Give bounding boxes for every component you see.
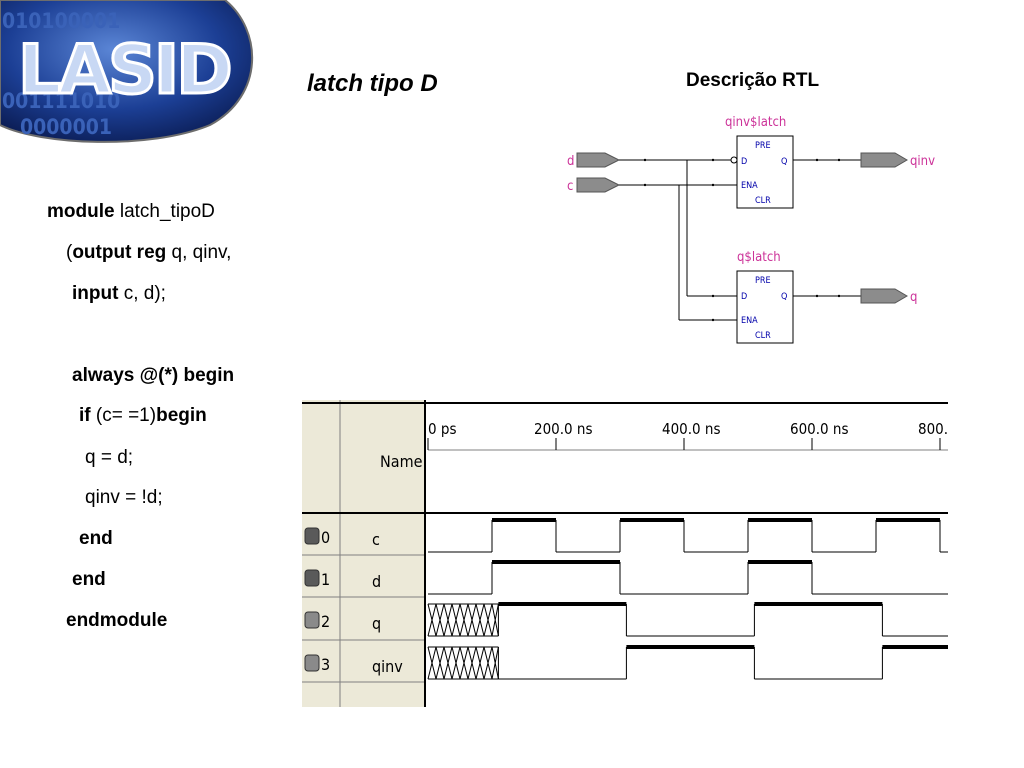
code-line: endmodule — [66, 610, 168, 631]
signal-index: 1 — [321, 570, 330, 589]
output-port-q — [860, 288, 908, 304]
input-label-c: c — [567, 179, 573, 194]
pin-clr: CLR — [755, 331, 771, 341]
code-line: end — [79, 528, 113, 549]
input-port-c — [576, 177, 621, 193]
latch-name-q: q$latch — [737, 250, 781, 265]
code-line: always @(*) begin — [72, 365, 235, 386]
code-line: end — [72, 569, 106, 590]
pin-clr: CLR — [755, 196, 771, 206]
time-label: 200.0 ns — [534, 420, 593, 438]
code-line: qinv = !d; — [85, 487, 163, 508]
lasid-logo: 010100001 001111010 0000001 LASID — [0, 0, 253, 143]
time-label: 400.0 ns — [662, 420, 721, 438]
signal-index: 2 — [321, 612, 330, 631]
signal-index: 3 — [321, 655, 330, 674]
pin-q: Q — [781, 157, 787, 167]
rtl-title: Descrição RTL — [686, 70, 820, 91]
output-label-q: q — [910, 290, 917, 305]
output-pin-icon — [304, 611, 320, 629]
code-line: q = d; — [85, 447, 134, 468]
code-line: input c, d); — [72, 283, 166, 304]
rtl-schematic: d c qinv q qinv$latch q$latch PRE D Q EN… — [567, 115, 935, 344]
page-title: latch tipo D — [307, 70, 438, 97]
signal-name: d — [372, 572, 381, 591]
logo-bits-row: 010100001 — [2, 9, 120, 33]
pin-ena: ENA — [741, 181, 758, 191]
time-label: 0 ps — [428, 420, 456, 438]
input-port-d — [576, 152, 621, 168]
logo-bits-row: 001111010 — [2, 89, 120, 113]
latch-name-qinv: qinv$latch — [725, 115, 786, 130]
pin-d: D — [741, 292, 747, 302]
code-line: (output reg q, qinv, — [66, 242, 232, 263]
unknown-segment — [427, 603, 499, 637]
input-label-d: d — [567, 154, 574, 169]
input-pin-icon — [304, 527, 320, 545]
input-pin-icon — [304, 569, 320, 587]
name-column — [340, 400, 424, 707]
logo-bits-row: 0000001 — [20, 115, 112, 139]
code-line: if (c= =1)begin — [79, 405, 207, 426]
pin-pre: PRE — [755, 141, 771, 151]
signal-name: c — [372, 530, 380, 549]
signal-name: qinv — [372, 657, 403, 676]
unknown-segment — [427, 646, 499, 680]
output-port-qinv — [860, 152, 908, 168]
logo-binary: 010100001 001111010 0000001 — [2, 9, 120, 139]
pin-q: Q — [781, 292, 787, 302]
time-label: 600.0 ns — [790, 420, 849, 438]
latch-q — [736, 270, 794, 344]
logo-text: LASID — [18, 31, 230, 110]
code-line: module latch_tipoD — [47, 201, 215, 222]
signal-name: q — [372, 614, 381, 633]
waveform-viewer: Name 0 ps 200.0 ns 400.0 ns 600.0 ns 800.0 0 c… — [302, 400, 948, 707]
pin-pre: PRE — [755, 276, 771, 286]
signal-index: 0 — [321, 528, 330, 547]
output-pin-icon — [304, 654, 320, 672]
name-header: Name — [380, 452, 423, 471]
pin-d: D — [741, 157, 747, 167]
pin-ena: ENA — [741, 316, 758, 326]
latch-qinv — [736, 135, 794, 209]
output-label-qinv: qinv — [910, 154, 935, 169]
time-label: 800.0 — [918, 420, 948, 438]
